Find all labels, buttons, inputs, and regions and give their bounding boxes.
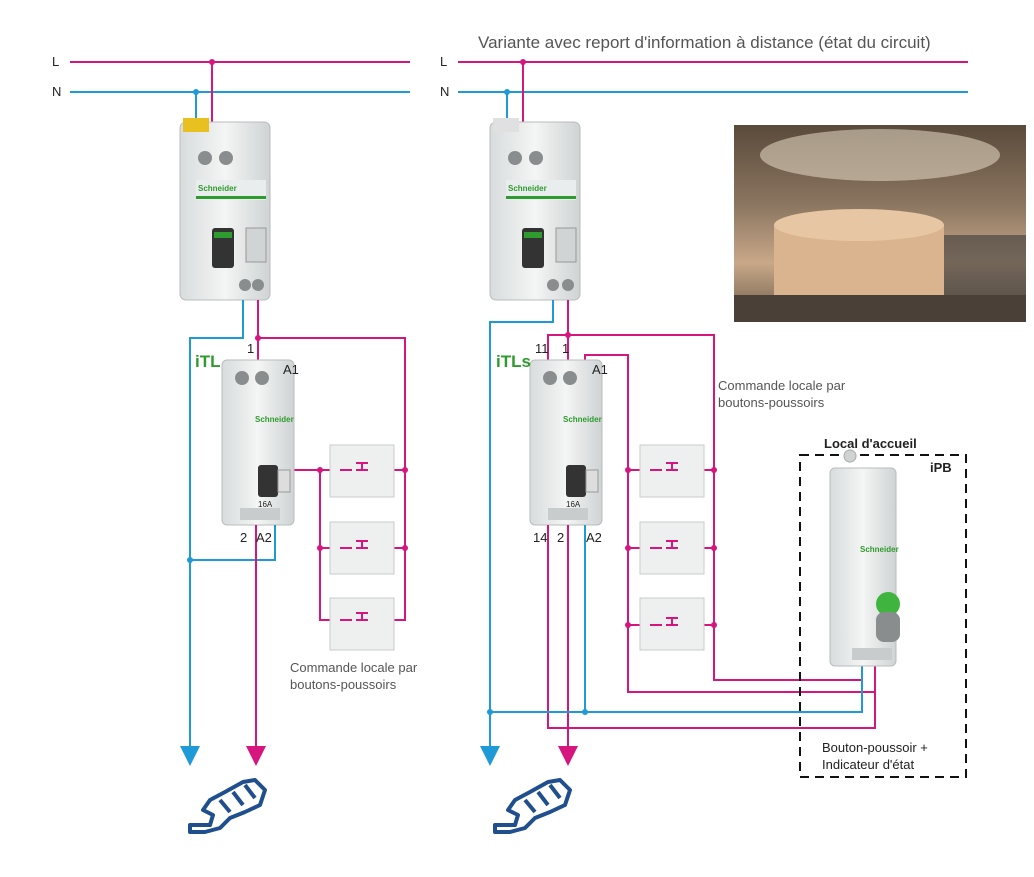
right-caption-line2: boutons-poussoirs	[718, 395, 825, 410]
right-term-11: 11	[535, 341, 549, 356]
pushbutton-icon	[329, 444, 395, 651]
left-breaker-brand: Schneider	[198, 184, 237, 193]
relay-icon	[529, 359, 603, 526]
left-relay-name: iTL	[195, 352, 221, 371]
reception-box	[799, 454, 967, 778]
left-caption-line2: boutons-poussoirs	[290, 677, 397, 692]
left-relay-rating: 16A	[258, 500, 273, 509]
breaker-icon	[179, 118, 271, 301]
lamp-icon	[493, 778, 572, 834]
box-caption-line2: Indicateur d'état	[822, 757, 915, 772]
ipb-brand: Schneider	[860, 545, 899, 554]
relay-icon	[221, 359, 295, 526]
left-relay-brand: Schneider	[255, 415, 294, 424]
right-relay-name: iTLs	[496, 352, 531, 371]
left-rail-L-label: L	[52, 54, 60, 69]
box-device-label: iPB	[930, 460, 952, 475]
right-circuit	[458, 59, 968, 834]
left-term-2: 2	[240, 530, 248, 545]
breaker-icon	[489, 118, 581, 301]
left-term-1: 1	[247, 341, 255, 356]
reception-photo	[734, 125, 1026, 322]
right-caption-line1: Commande locale par	[718, 378, 846, 393]
box-caption-line1: Bouton-poussoir +	[822, 740, 928, 755]
right-rail-N-label: N	[440, 84, 450, 99]
box-title: Local d'accueil	[824, 436, 917, 451]
right-term-A2: A2	[586, 530, 602, 545]
left-rail-N-label: N	[52, 84, 62, 99]
pushbutton-icon	[639, 444, 705, 651]
left-term-A1: A1	[283, 362, 299, 377]
right-term-14: 14	[533, 530, 548, 545]
right-title: Variante avec report d'information à dis…	[478, 33, 931, 52]
lamp-icon	[188, 778, 267, 834]
left-caption-line1: Commande locale par	[290, 660, 418, 675]
right-relay-brand: Schneider	[563, 415, 602, 424]
left-circuit	[70, 59, 410, 834]
left-term-A2: A2	[256, 530, 272, 545]
ipb-device-icon	[829, 449, 900, 667]
right-term-A1: A1	[592, 362, 608, 377]
right-term-2: 2	[557, 530, 565, 545]
right-relay-rating: 16A	[566, 500, 581, 509]
right-rail-L-label: L	[440, 54, 448, 69]
right-term-1: 1	[562, 341, 570, 356]
right-breaker-brand: Schneider	[508, 184, 547, 193]
